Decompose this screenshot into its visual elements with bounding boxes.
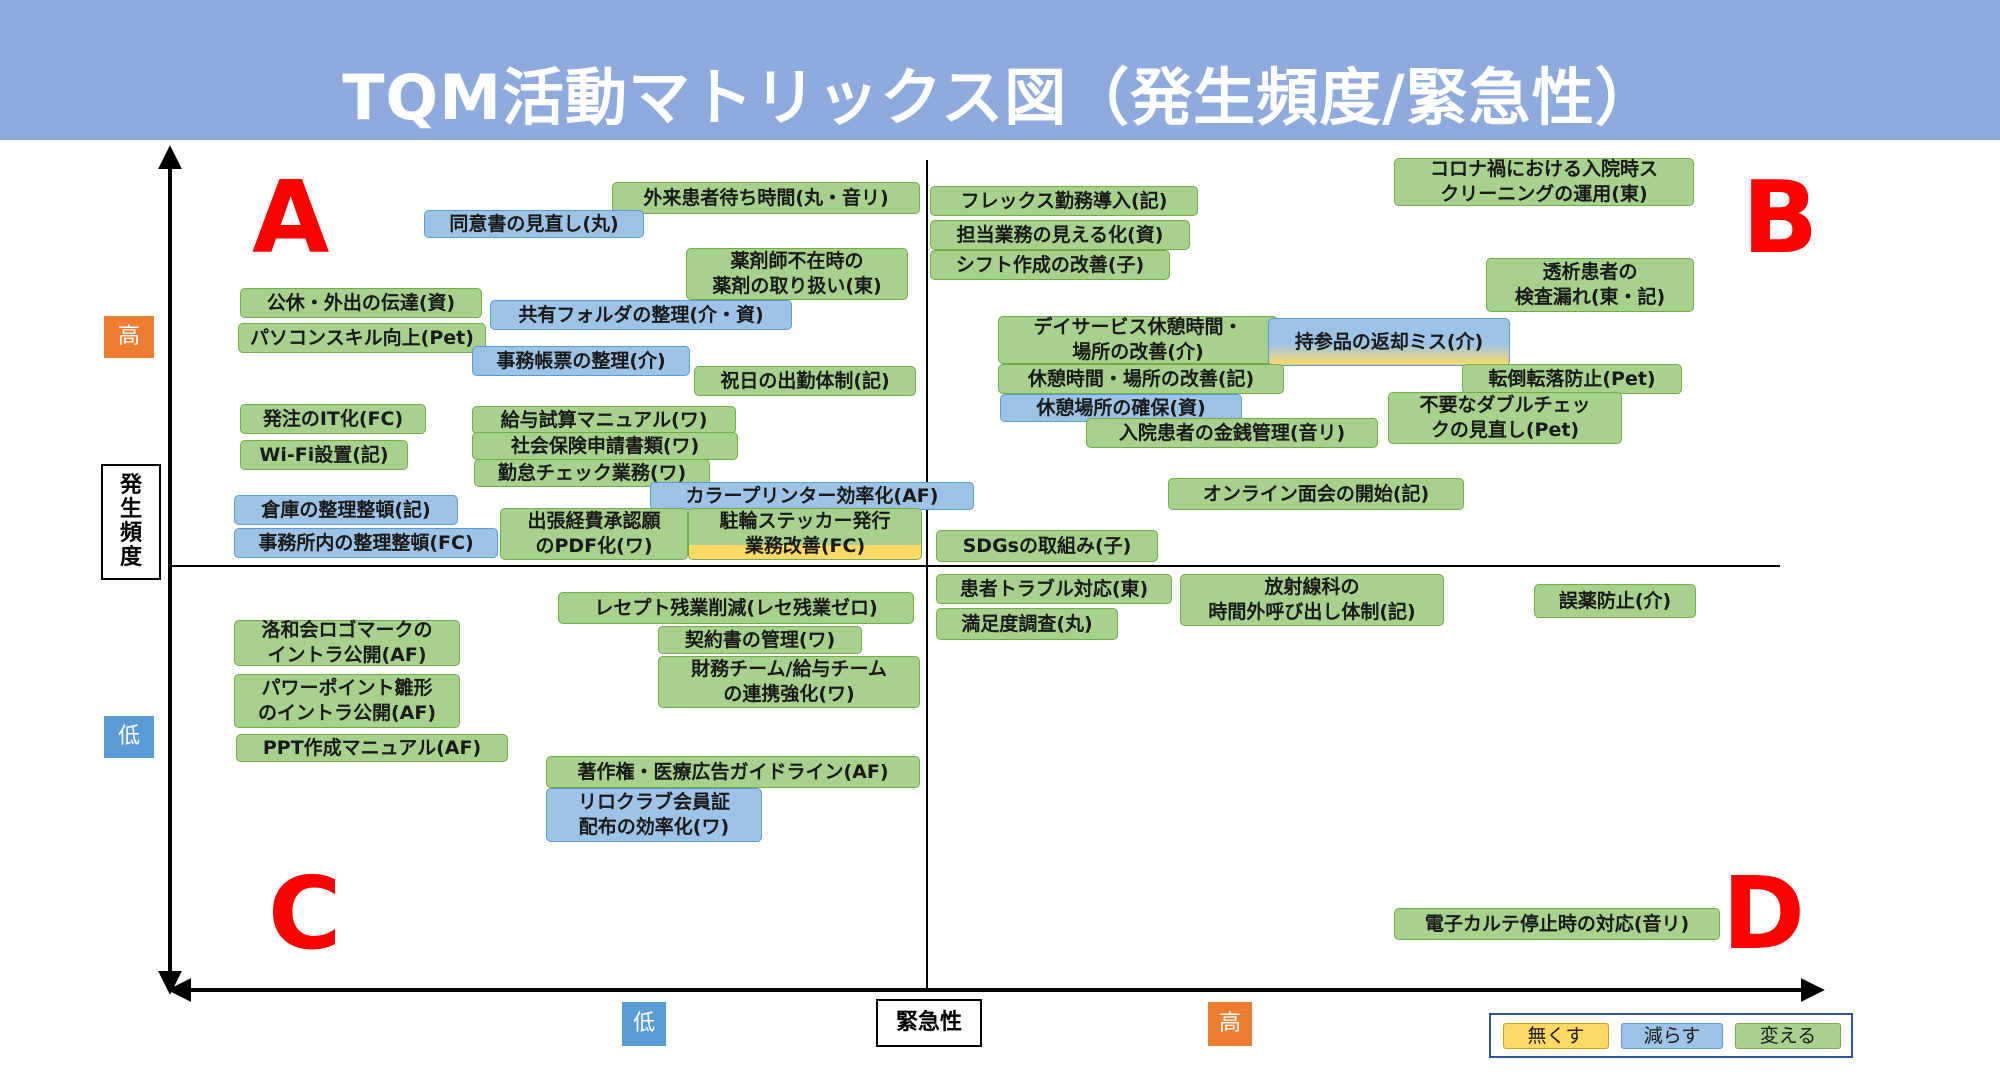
- item-box-change: デイサービス休憩時間・ 場所の改善(介): [998, 316, 1278, 364]
- item-box-reduce: 事務所内の整理整頓(FC): [234, 528, 498, 558]
- item-box-change: レセプト残業削減(レセ残業ゼロ): [558, 592, 914, 624]
- item-box-reduce: リロクラブ会員証 配布の効率化(ワ): [546, 788, 762, 842]
- item-box-reduce: 同意書の見直し(丸): [424, 210, 644, 238]
- y-low-badge: 低: [104, 716, 154, 758]
- item-box-change: 誤薬防止(介): [1534, 584, 1696, 618]
- item-box-change: 外来患者待ち時間(丸・音リ): [612, 182, 920, 214]
- item-box-change: 放射線科の 時間外呼び出し体制(記): [1180, 574, 1444, 626]
- item-box-change: 財務チーム/給与チーム の連携強化(ワ): [658, 656, 920, 708]
- item-box-change: 著作権・医療広告ガイドライン(AF): [546, 756, 920, 788]
- legend-change: 変える: [1735, 1023, 1841, 1049]
- quadrant-b-label: B: [1742, 159, 1819, 276]
- page-title: TQM活動マトリックス図（発生頻度/緊急性）: [342, 61, 1658, 134]
- item-box-change: 薬剤師不在時の 薬剤の取り扱い(東): [686, 248, 908, 300]
- x-high-badge: 高: [1208, 1002, 1252, 1046]
- item-box-change: 透析患者の 検査漏れ(東・記): [1486, 258, 1694, 312]
- item-box-reduce-eliminate: 持参品の返却ミス(介): [1268, 318, 1510, 366]
- quadrant-d-label: D: [1722, 855, 1806, 972]
- item-box-change: 給与試算マニュアル(ワ): [472, 406, 736, 434]
- item-box-change: 転倒転落防止(Pet): [1462, 364, 1682, 394]
- item-box-change: SDGsの取組み(子): [936, 530, 1158, 562]
- x-low-badge: 低: [622, 1002, 666, 1046]
- item-box-reduce: 休憩場所の確保(資): [1000, 394, 1242, 422]
- item-box-change: 洛和会ロゴマークの イントラ公開(AF): [234, 619, 460, 666]
- item-box-reduce: 共有フォルダの整理(介・資): [490, 300, 792, 330]
- item-box-change: 発注のIT化(FC): [240, 404, 426, 434]
- legend-reduce: 減らす: [1621, 1023, 1723, 1049]
- item-box-change: パワーポイント雛形 のイントラ公開(AF): [234, 674, 460, 728]
- item-box-change: コロナ禍における入院時ス クリーニングの運用(東): [1394, 158, 1694, 206]
- item-box-change: 患者トラブル対応(東): [936, 574, 1172, 604]
- item-box-change: オンライン面会の開始(記): [1168, 478, 1464, 510]
- item-box-change: 公休・外出の伝達(資): [240, 288, 482, 318]
- item-box-change: 担当業務の見える化(資): [930, 220, 1190, 250]
- item-box-change: 休憩時間・場所の改善(記): [998, 364, 1284, 394]
- legend: 無くす 減らす 変える: [1489, 1013, 1853, 1058]
- legend-eliminate: 無くす: [1503, 1023, 1609, 1049]
- item-box-change: パソコンスキル向上(Pet): [238, 323, 486, 353]
- item-box-change: 祝日の出勤体制(記): [694, 366, 916, 396]
- title-banner: [0, 0, 2000, 140]
- quadrant-a-label: A: [252, 159, 330, 276]
- item-box-change: 出張経費承認願 のPDF化(ワ): [500, 508, 688, 560]
- item-box-change: 電子カルテ停止時の対応(音リ): [1394, 908, 1720, 940]
- item-box-change: 入院患者の金銭管理(音リ): [1086, 418, 1378, 448]
- item-box-reduce: カラープリンター効率化(AF): [650, 482, 974, 510]
- quadrant-c-label: C: [268, 855, 342, 972]
- y-high-badge: 高: [104, 316, 154, 358]
- x-axis-label: 緊急性: [876, 999, 982, 1047]
- item-box-change: PPT作成マニュアル(AF): [236, 734, 508, 762]
- item-box-change: 契約書の管理(ワ): [658, 626, 862, 654]
- item-box-change: フレックス勤務導入(記): [930, 186, 1198, 216]
- item-box-change: シフト作成の改善(子): [930, 250, 1170, 280]
- item-box-reduce: 事務帳票の整理(介): [472, 346, 690, 376]
- item-box-change: 社会保険申請書類(ワ): [472, 432, 738, 460]
- item-box-change-eliminate: 駐輪ステッカー発行 業務改善(FC): [688, 508, 922, 560]
- item-box-change: 不要なダブルチェッ クの見直し(Pet): [1388, 392, 1622, 444]
- item-box-change: Wi-Fi設置(記): [240, 440, 408, 470]
- item-box-reduce: 倉庫の整理整頓(記): [234, 495, 458, 525]
- item-box-change: 満足度調査(丸): [936, 608, 1118, 640]
- y-axis-label: 発生頻度: [101, 464, 161, 580]
